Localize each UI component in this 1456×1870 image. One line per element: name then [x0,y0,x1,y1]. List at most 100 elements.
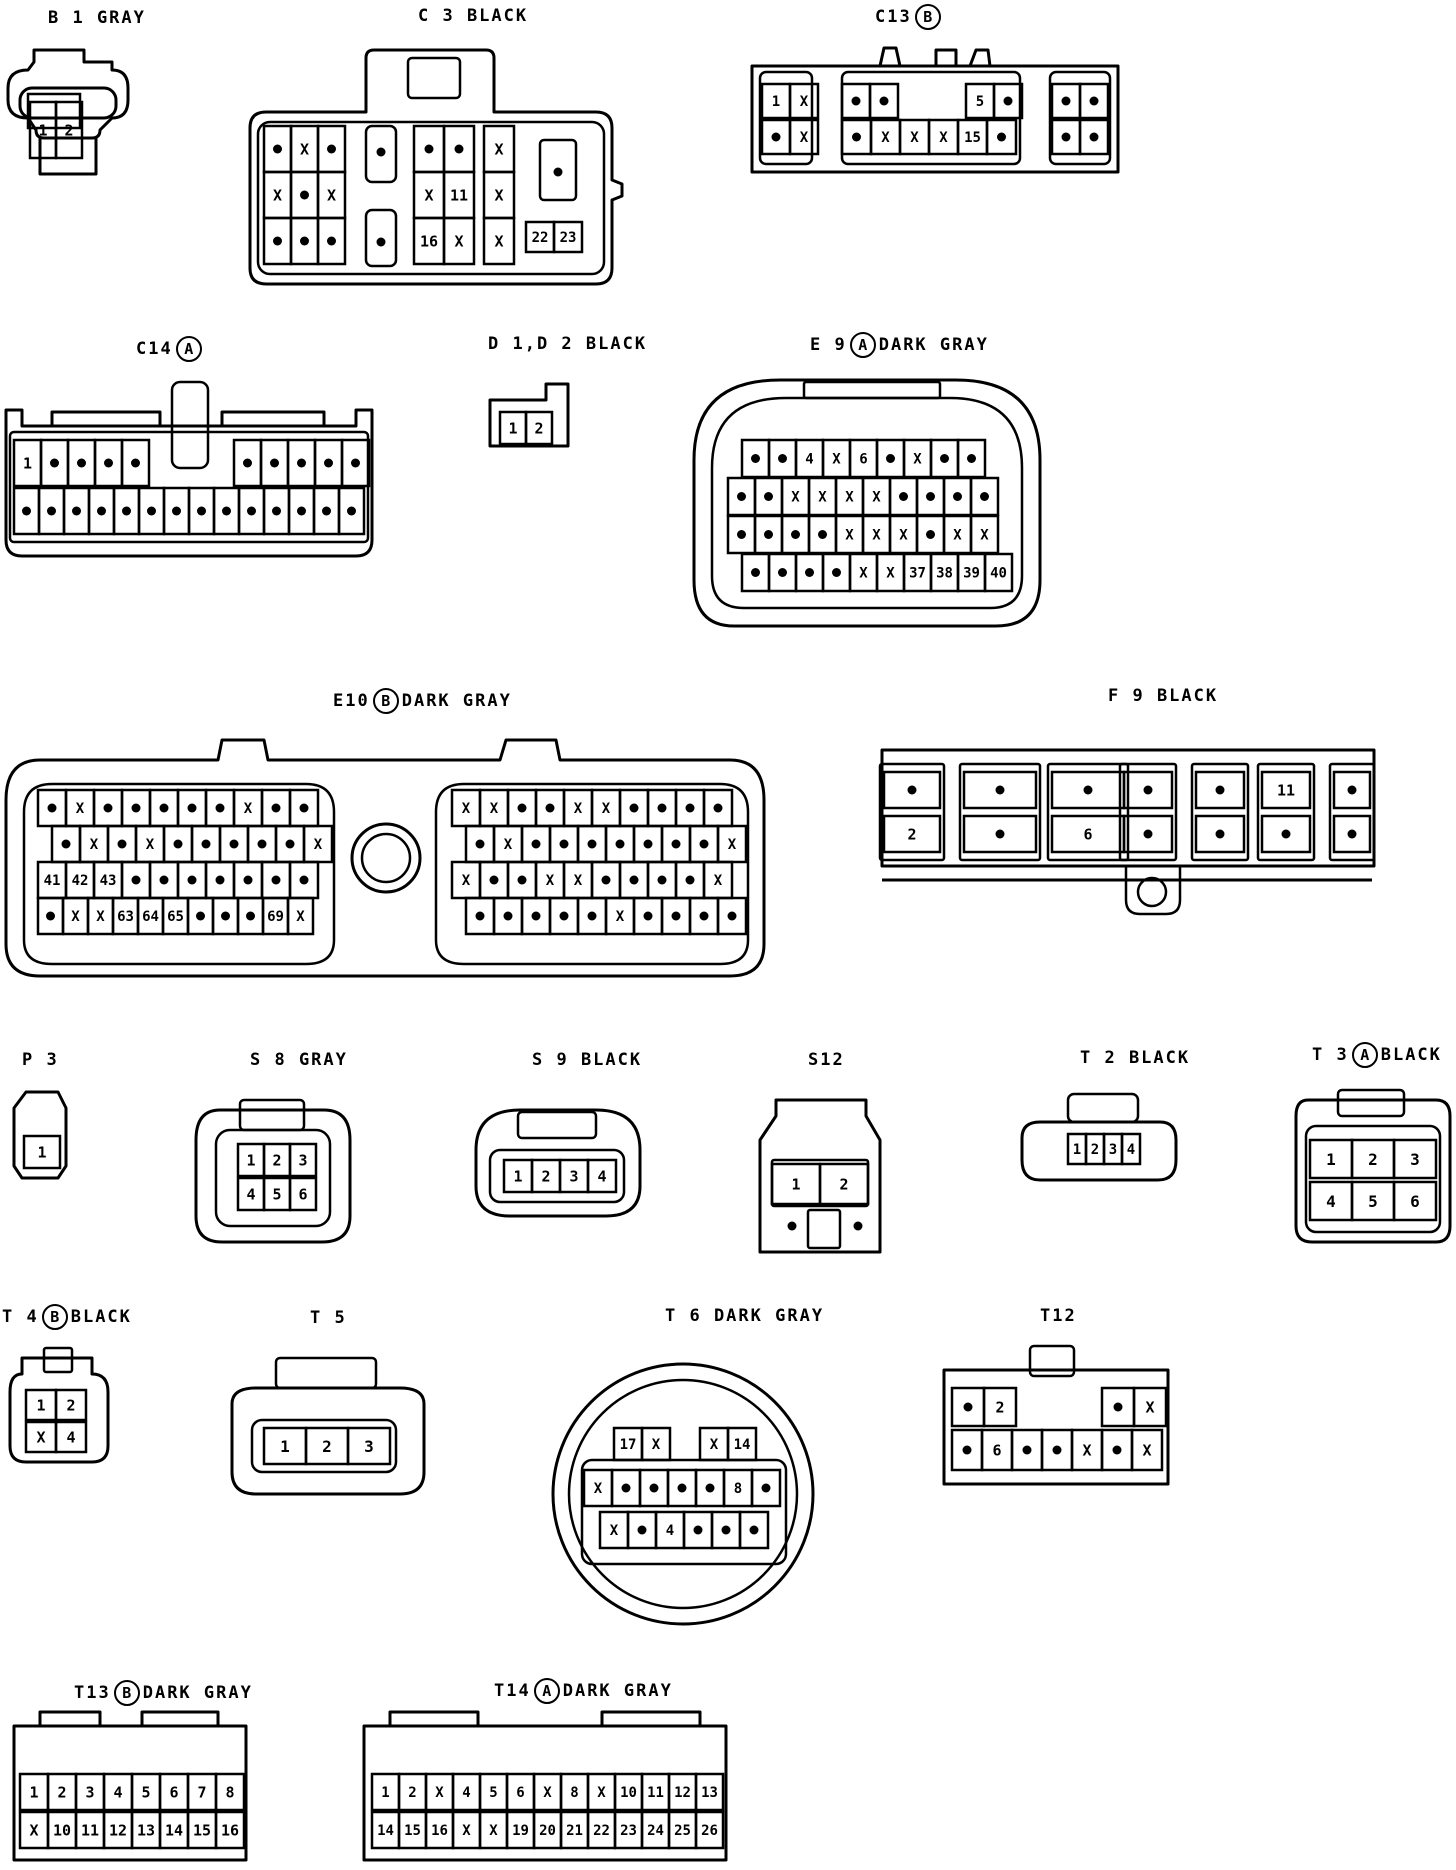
pin-cavity [54,1420,88,1454]
pin-cavity [818,1162,870,1206]
pin-label: 10 [620,1785,637,1801]
connector-c14: 1 [4,380,374,558]
pin-label: 21 [566,1823,583,1839]
pin-label: 37 [909,566,926,582]
pin-cavity [1194,814,1246,854]
pin-label: X [886,566,895,582]
pin-dot [818,530,827,539]
pin-label: X [1142,1441,1151,1459]
pin-label: 42 [72,873,89,889]
pin-label: 3 [85,1783,94,1801]
label-t5: T 5 [310,1308,347,1328]
pin-dot [271,875,281,885]
pin-dot [997,132,1006,142]
pin-label: 12 [109,1821,127,1839]
pin-label: 2 [64,121,73,139]
pin-dot [886,454,895,463]
pin-label: 8 [225,1783,234,1801]
pin-dot [852,132,861,142]
pin-cavity [586,1158,618,1194]
pin-dot [737,492,746,501]
pin-dot [1003,96,1013,106]
pin-dot [1215,829,1225,839]
pin-label: 1 [29,1783,38,1801]
housing-outline [516,1110,598,1140]
pin-dot [117,839,127,849]
pin-dot [685,875,695,885]
pin-cavity [54,100,84,160]
circle-mark: B [113,1680,140,1706]
housing-outline [26,92,82,130]
housing-outline [22,782,336,966]
pin-dot [103,803,113,813]
pin-label: 2 [57,1783,66,1801]
pin-cavity [694,1772,725,1812]
pin-dot [967,454,976,463]
pin-dot [424,144,434,154]
pin-dot [713,803,723,813]
pin-label: X [462,801,471,817]
pin-dot [671,911,681,921]
pin-label: 11 [81,1821,99,1839]
pin-label: 64 [142,909,159,925]
pin-cavity [882,770,942,810]
pin-dot [899,492,908,501]
housing-outline [758,1098,882,1254]
circle-mark: B [41,1304,68,1330]
circle-mark: B [914,4,941,30]
pin-label: X [90,837,99,853]
housing-outline [170,380,210,470]
pin-label: X [939,130,948,146]
pin-label: 4 [462,1785,470,1801]
pin-cavity [120,438,151,488]
pin-dot [285,839,295,849]
pin-dot [196,911,205,921]
pin-cavity [1332,814,1372,854]
pin-label: 1 [36,1396,45,1414]
pin-dot [215,875,225,885]
pin-label: 2 [322,1437,332,1456]
pin-label: X [1082,1441,1091,1459]
pin-label: X [494,186,503,204]
pin-label: X [597,1785,606,1801]
pin-label: 8 [734,1481,742,1497]
circle-mark: A [849,332,876,358]
pin-label: 2 [66,1396,75,1414]
pin-dot [787,1221,797,1231]
connector-p3: 1 [12,1090,68,1180]
housing-outline [1294,1098,1452,1244]
pin-dot [1061,132,1071,142]
pin-dot [778,568,787,577]
pin-dot [273,144,282,154]
housing-outline [1190,762,1250,862]
pin-dot [1022,1445,1032,1455]
pin-dot [1113,1402,1123,1412]
pin-label: 1 [513,1167,522,1185]
pin-dot [454,144,464,154]
pin-dot [46,911,55,921]
pin-dot [22,506,31,516]
pin-label: X [574,801,583,817]
pin-dot [173,839,183,849]
housing-outline [580,1458,788,1566]
pin-label: X [490,801,499,817]
pin-dot [351,458,360,468]
pin-dot [197,506,206,516]
pin-cavity [962,770,1038,810]
pin-label: X [504,837,513,853]
pin-dot [72,506,81,516]
pin-label: 23 [560,230,577,246]
pin-label: X [71,909,80,925]
pin-label: X [881,130,890,146]
pin-label: 16 [221,1821,239,1839]
pin-label: 5 [1368,1192,1378,1211]
pin-cavity [552,220,584,254]
pin-label: 13 [137,1821,155,1839]
housing-outline [1048,70,1112,166]
